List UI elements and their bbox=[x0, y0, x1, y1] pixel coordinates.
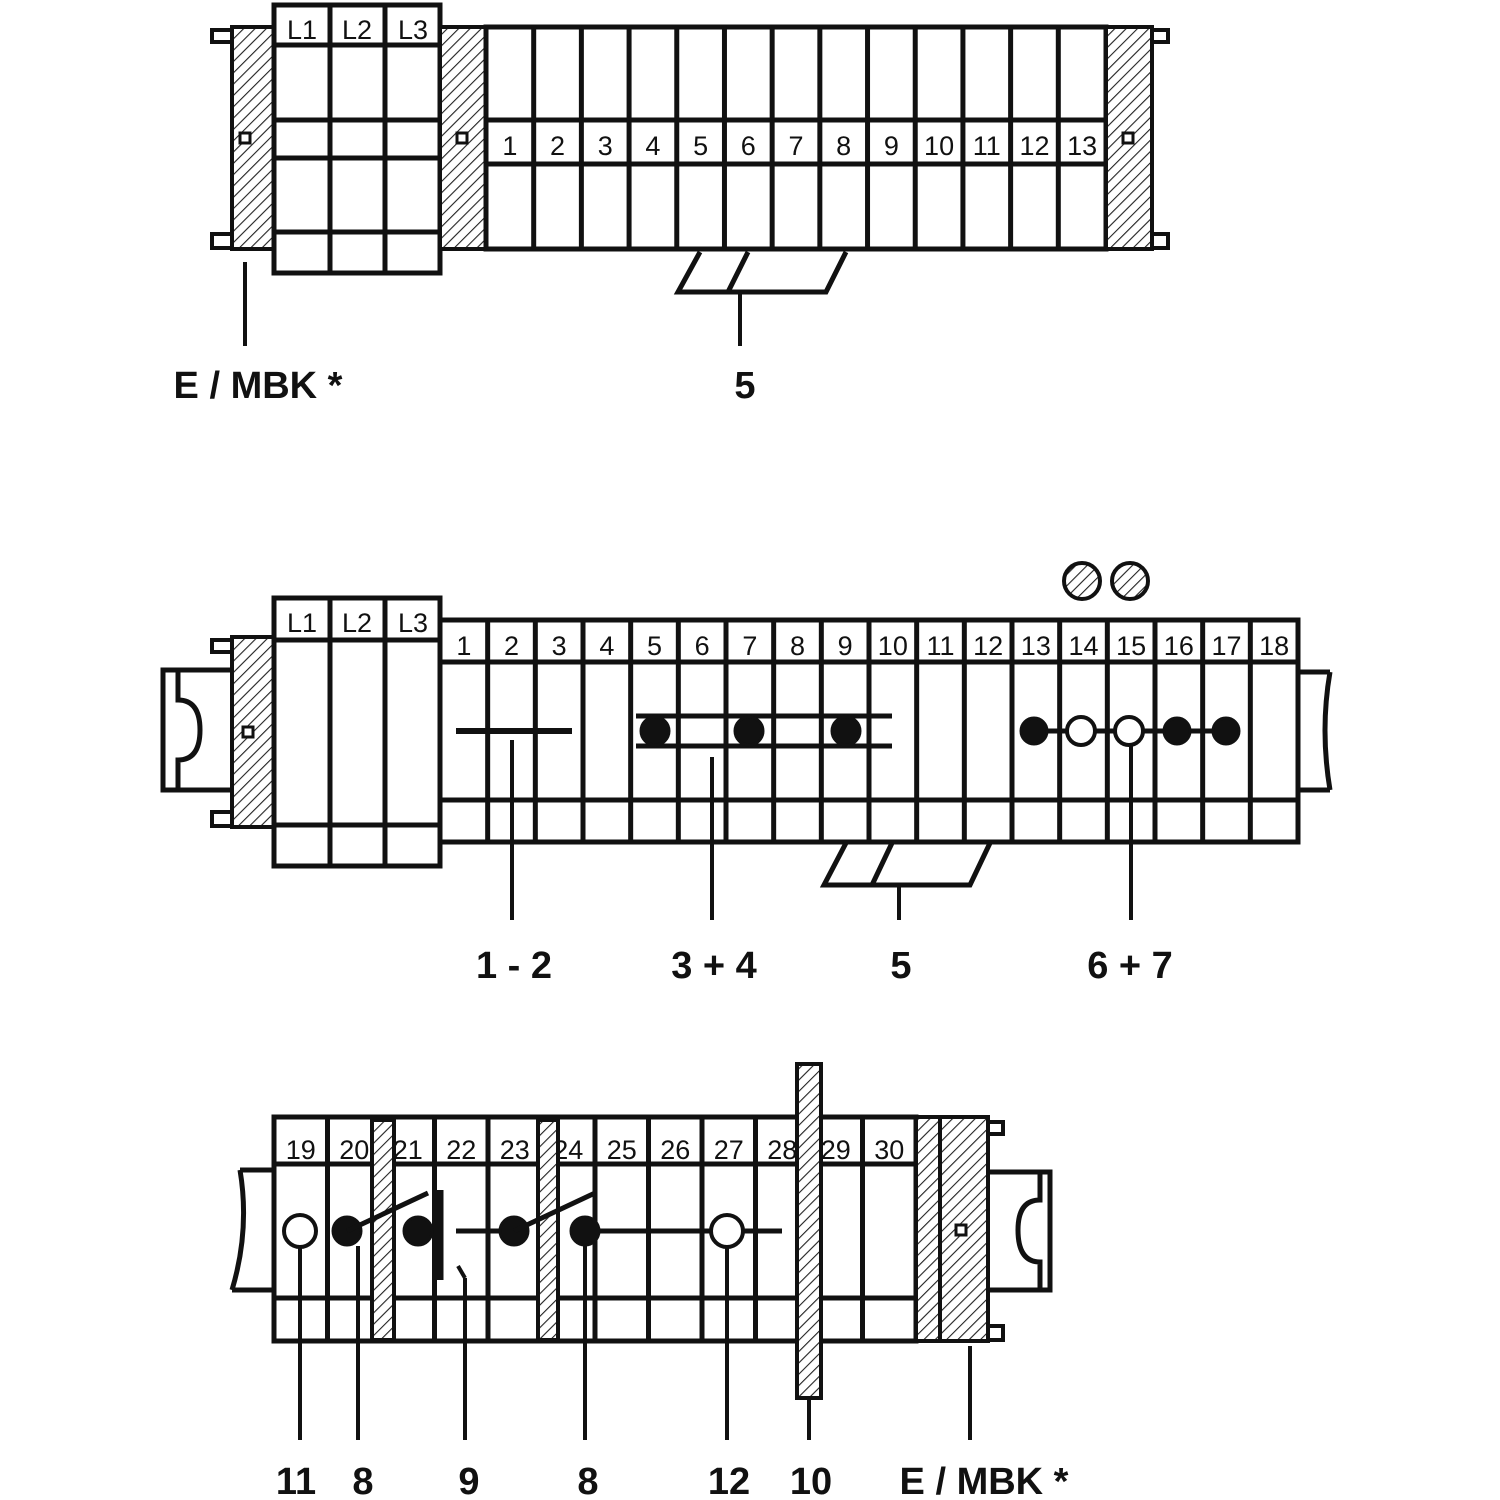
row2-callout-1-2: 1 - 2 bbox=[476, 945, 552, 987]
terminal-number: 3 bbox=[598, 131, 613, 161]
row3-callout-11: 11 bbox=[276, 1461, 316, 1500]
row3-callout-end-clamp: E / MBK * bbox=[900, 1461, 1069, 1500]
terminal-number: 16 bbox=[1164, 631, 1194, 661]
row2-jumper-dot bbox=[830, 715, 862, 747]
terminal-number: 29 bbox=[821, 1135, 851, 1165]
row2-phase-label: L2 bbox=[342, 608, 372, 638]
row3-test-ring bbox=[282, 1213, 318, 1249]
row2-phase-label: L1 bbox=[287, 608, 317, 638]
row3-left-rail bbox=[229, 1167, 274, 1293]
terminal-number: 14 bbox=[1068, 631, 1098, 661]
row1-phase-module bbox=[271, 2, 443, 276]
row3-separator-plate bbox=[370, 1118, 396, 1342]
row2-left-rail bbox=[160, 667, 232, 793]
row1-left-end-plate bbox=[230, 25, 276, 251]
terminal-number: 1 bbox=[456, 631, 471, 661]
row2-phase-label: L3 bbox=[398, 608, 428, 638]
terminal-number: 15 bbox=[1116, 631, 1146, 661]
row3-partition-plate bbox=[795, 1062, 823, 1400]
row1-callout-5: 5 bbox=[734, 365, 755, 407]
row3-callout-8: 8 bbox=[352, 1461, 373, 1500]
terminal-number: 27 bbox=[714, 1135, 744, 1165]
row3-separator-plate bbox=[536, 1118, 560, 1342]
row1-phase-label: L2 bbox=[342, 15, 372, 45]
row3-right-separator bbox=[914, 1115, 942, 1343]
terminal-number: 20 bbox=[339, 1135, 369, 1165]
row2-callout-5: 5 bbox=[890, 945, 911, 987]
terminal-number: 18 bbox=[1259, 631, 1289, 661]
row2-marker-carrier bbox=[819, 841, 993, 888]
terminal-number: 5 bbox=[647, 631, 662, 661]
row2-right-rail bbox=[1298, 669, 1333, 793]
row1-phase-label: L3 bbox=[398, 15, 428, 45]
row1-callout-end-clamp: E / MBK * bbox=[174, 365, 343, 407]
terminal-number: 7 bbox=[788, 131, 803, 161]
terminal-number: 1 bbox=[502, 131, 517, 161]
terminal-number: 2 bbox=[550, 131, 565, 161]
row1-phase-label: L1 bbox=[287, 15, 317, 45]
row2-callout-6-7: 6 + 7 bbox=[1087, 945, 1173, 987]
row3-callout-10: 10 bbox=[790, 1461, 832, 1500]
terminal-number: 30 bbox=[874, 1135, 904, 1165]
row2-phase-module bbox=[271, 595, 443, 869]
row2-jumper-dot bbox=[639, 715, 671, 747]
row2-chain-ring bbox=[1065, 715, 1097, 747]
row2-chain-dot bbox=[1162, 716, 1192, 746]
terminal-number: 25 bbox=[607, 1135, 637, 1165]
row2-jumper-dot bbox=[733, 715, 765, 747]
terminal-number: 13 bbox=[1021, 631, 1051, 661]
terminal-number: 23 bbox=[500, 1135, 530, 1165]
terminal-number: 4 bbox=[599, 631, 614, 661]
row3-test-ring bbox=[709, 1213, 745, 1249]
terminal-number: 10 bbox=[924, 131, 954, 161]
row1-marker-carrier bbox=[673, 250, 849, 295]
terminal-number: 7 bbox=[742, 631, 757, 661]
row3-callout-9: 9 bbox=[458, 1461, 479, 1500]
terminal-number: 2 bbox=[504, 631, 519, 661]
row2-chain-dot bbox=[1019, 716, 1049, 746]
terminal-number: 28 bbox=[767, 1135, 797, 1165]
row3-callout-8: 8 bbox=[577, 1461, 598, 1500]
terminal-number: 11 bbox=[926, 631, 954, 661]
terminal-number: 4 bbox=[645, 131, 660, 161]
terminal-number: 17 bbox=[1211, 631, 1241, 661]
terminal-number: 26 bbox=[660, 1135, 690, 1165]
row2-chain-dot bbox=[1211, 716, 1241, 746]
terminal-number: 19 bbox=[286, 1135, 316, 1165]
terminal-number: 8 bbox=[790, 631, 805, 661]
terminal-number: 22 bbox=[446, 1135, 476, 1165]
row2-callout-3-4: 3 + 4 bbox=[671, 945, 757, 987]
row3-callout-12: 12 bbox=[708, 1461, 750, 1500]
row3-switch-dot bbox=[402, 1215, 434, 1247]
terminal-number: 12 bbox=[1019, 131, 1049, 161]
row3-right-rail bbox=[988, 1169, 1053, 1293]
terminal-number: 13 bbox=[1067, 131, 1097, 161]
row2-screw-plug bbox=[1062, 561, 1102, 601]
terminal-number: 11 bbox=[973, 131, 1001, 161]
terminal-number: 6 bbox=[741, 131, 756, 161]
terminal-number: 12 bbox=[973, 631, 1003, 661]
terminal-number: 9 bbox=[838, 631, 853, 661]
row2-screw-plug bbox=[1110, 561, 1150, 601]
terminal-number: 5 bbox=[693, 131, 708, 161]
terminal-number: 21 bbox=[393, 1135, 423, 1165]
terminal-number: 9 bbox=[884, 131, 899, 161]
terminal-number: 3 bbox=[552, 631, 567, 661]
row2-chain-ring bbox=[1113, 715, 1145, 747]
terminal-number: 8 bbox=[836, 131, 851, 161]
terminal-number: 10 bbox=[878, 631, 908, 661]
terminal-number: 6 bbox=[695, 631, 710, 661]
